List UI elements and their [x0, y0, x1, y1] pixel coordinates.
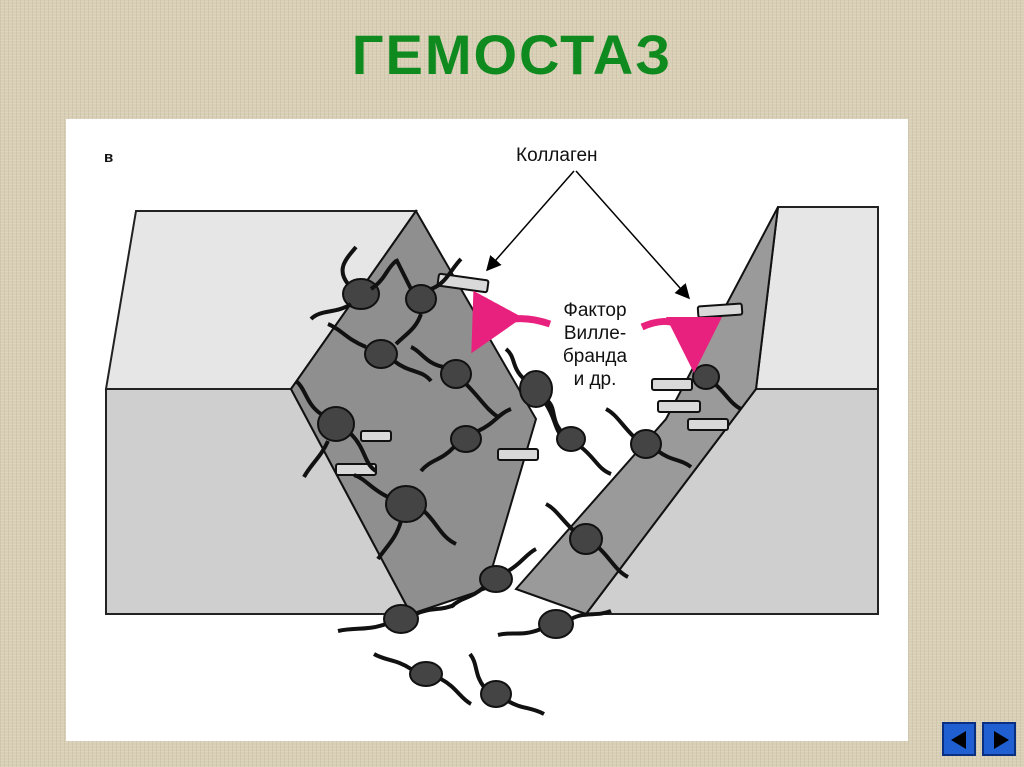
platelet	[309, 245, 398, 321]
platelet	[468, 652, 545, 716]
platelet	[419, 407, 512, 473]
triangle-right-icon	[994, 731, 1009, 749]
slide-title: ГЕМОСТАЗ	[351, 23, 673, 86]
vwf-label-line: Вилле-	[563, 323, 627, 344]
panel-letter: в	[104, 149, 114, 166]
platelet	[497, 609, 612, 639]
vessel-injury-diagram	[104, 170, 879, 716]
next-slide-button[interactable]	[982, 722, 1016, 756]
collagen-label: Коллаген	[516, 145, 598, 166]
triangle-left-icon	[951, 731, 966, 749]
platelet	[605, 407, 693, 469]
wound-face-left	[289, 209, 538, 616]
previous-slide-button[interactable]	[942, 722, 976, 756]
vwf-label-line: Фактор	[563, 300, 627, 321]
vwf-arrow-left	[471, 290, 552, 354]
vwf-label-line: и др.	[573, 369, 617, 390]
vwf-label-line: бранда	[562, 346, 628, 367]
collagen-arrow-left	[486, 170, 575, 272]
von-willebrand-factor-label: Фактор Вилле- бранда и др.	[540, 299, 650, 391]
platelet	[372, 652, 473, 706]
vwf-arrow-right	[640, 316, 722, 373]
platelet	[294, 379, 378, 478]
platelet	[394, 257, 463, 346]
collagen-fibers	[335, 272, 744, 476]
platelet	[327, 322, 433, 383]
platelet	[353, 473, 457, 561]
platelet	[449, 547, 537, 609]
hemostasis-figure: в Коллаген Фактор Вилле- бранда и др.	[66, 119, 908, 741]
platelet	[545, 502, 629, 579]
platelet	[546, 399, 612, 476]
platelet	[337, 603, 455, 634]
collagen-arrow-right	[575, 170, 690, 300]
platelet	[410, 345, 500, 419]
